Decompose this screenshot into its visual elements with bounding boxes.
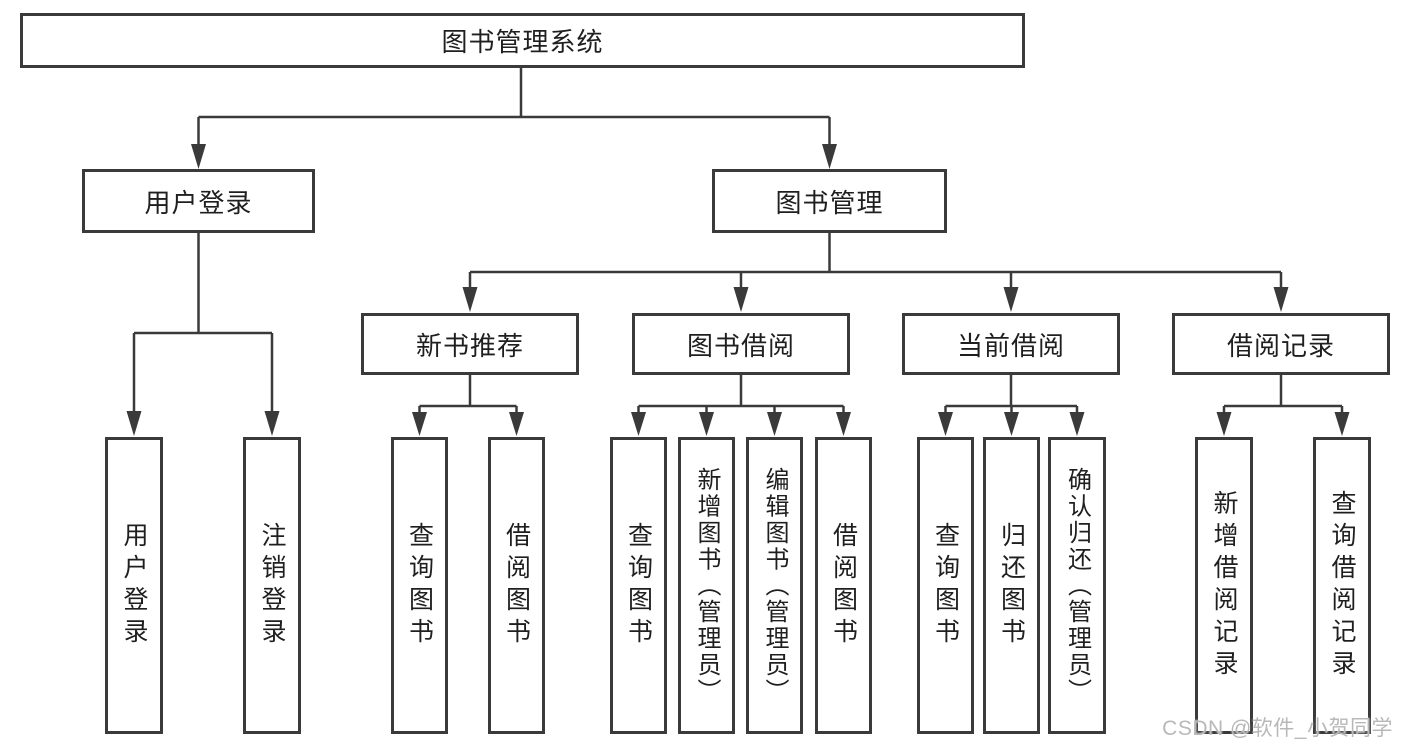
- leaf-query-borrow-record-label: 查询借阅记录: [1328, 489, 1356, 682]
- leaf-confirm-return-admin-label: 确认归还（管理员）: [1063, 466, 1091, 705]
- node-new-book-recommend: 新书推荐: [361, 313, 579, 375]
- leaf-borrow-borrow-book: 借阅图书: [815, 437, 872, 734]
- leaf-current-query-book: 查询图书: [917, 437, 974, 734]
- node-root: 图书管理系统: [20, 13, 1025, 68]
- watermark: CSDN @软件_小贺同学: [1162, 717, 1393, 740]
- node-current-borrow: 当前借阅: [902, 313, 1120, 375]
- node-book-borrow: 图书借阅: [632, 313, 850, 375]
- node-book-management-label: 图书管理: [775, 187, 884, 218]
- leaf-current-query-book-label: 查询图书: [931, 521, 960, 650]
- node-book-management: 图书管理: [712, 169, 947, 233]
- node-borrow-records-label: 借阅记录: [1226, 330, 1335, 361]
- leaf-logout-label: 注销登录: [258, 521, 286, 650]
- leaf-borrow-query-book: 查询图书: [610, 437, 667, 734]
- node-new-book-recommend-label: 新书推荐: [415, 330, 524, 361]
- leaf-add-borrow-record: 新增借阅记录: [1195, 437, 1253, 734]
- leaf-add-borrow-record-label: 新增借阅记录: [1210, 489, 1238, 682]
- leaf-borrow-query-book-label: 查询图书: [624, 521, 653, 650]
- leaf-recommend-borrow-book: 借阅图书: [488, 437, 545, 734]
- leaf-add-book-admin: 新增图书（管理员）: [678, 437, 735, 734]
- leaf-query-borrow-record: 查询借阅记录: [1313, 437, 1371, 734]
- leaf-recommend-query-book-label: 查询图书: [405, 521, 434, 650]
- leaf-recommend-query-book: 查询图书: [391, 437, 448, 734]
- leaf-logout: 注销登录: [243, 437, 301, 734]
- leaf-return-book-label: 归还图书: [997, 521, 1026, 650]
- node-user-login: 用户登录: [82, 169, 315, 233]
- node-book-borrow-label: 图书借阅: [686, 330, 795, 361]
- leaf-confirm-return-admin: 确认归还（管理员）: [1048, 437, 1106, 734]
- leaf-edit-book-admin-label: 编辑图书（管理员）: [761, 466, 788, 705]
- leaf-add-book-admin-label: 新增图书（管理员）: [693, 466, 720, 705]
- leaf-return-book: 归还图书: [983, 437, 1040, 734]
- leaf-recommend-borrow-book-label: 借阅图书: [502, 521, 531, 650]
- leaf-user-login-label: 用户登录: [120, 521, 148, 650]
- leaf-borrow-borrow-book-label: 借阅图书: [829, 521, 858, 650]
- node-current-borrow-label: 当前借阅: [956, 330, 1065, 361]
- leaf-user-login: 用户登录: [105, 437, 163, 734]
- node-user-login-label: 用户登录: [144, 187, 253, 218]
- node-borrow-records: 借阅记录: [1172, 313, 1390, 375]
- leaf-edit-book-admin: 编辑图书（管理员）: [746, 437, 803, 734]
- node-root-label: 图书管理系统: [441, 27, 604, 57]
